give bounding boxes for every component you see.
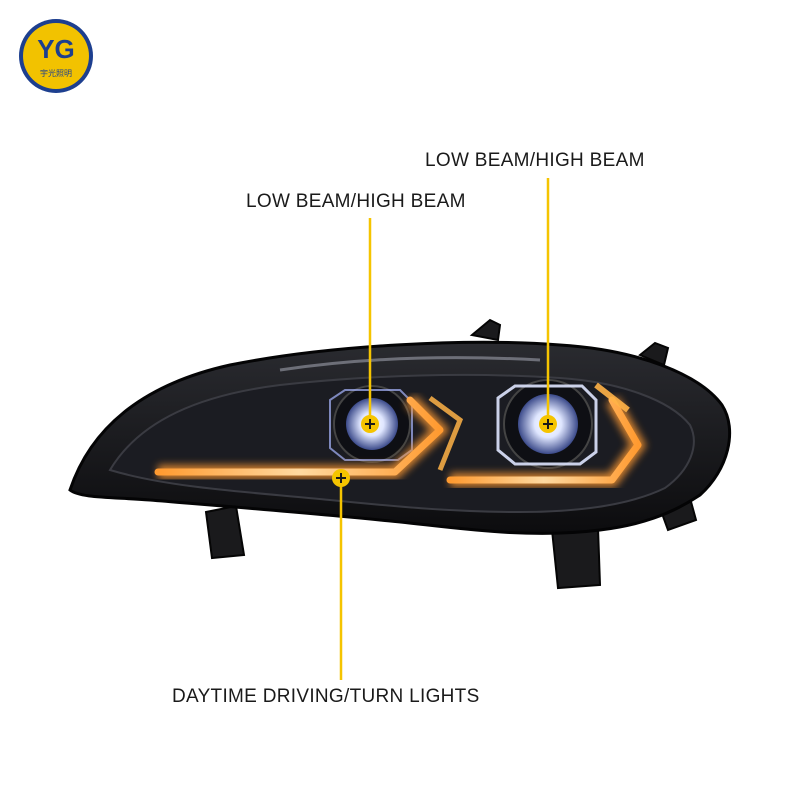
- callout-marker-left: [361, 415, 379, 433]
- callout-marker-drl: [332, 469, 350, 487]
- logo-letters: YG: [37, 34, 75, 64]
- drl-light-strip: [154, 382, 647, 487]
- brand-logo: YG 宇光照明: [19, 19, 93, 93]
- logo-text: 宇光照明: [40, 68, 72, 78]
- callout-label-projector-right: LOW BEAM/HIGH BEAM: [425, 150, 645, 171]
- callout-lines: [339, 178, 550, 680]
- callout-label-projector-left: LOW BEAM/HIGH BEAM: [246, 191, 466, 212]
- callout-marker-right: [539, 415, 557, 433]
- callout-label-drl: DAYTIME DRIVING/TURN LIGHTS: [172, 686, 480, 707]
